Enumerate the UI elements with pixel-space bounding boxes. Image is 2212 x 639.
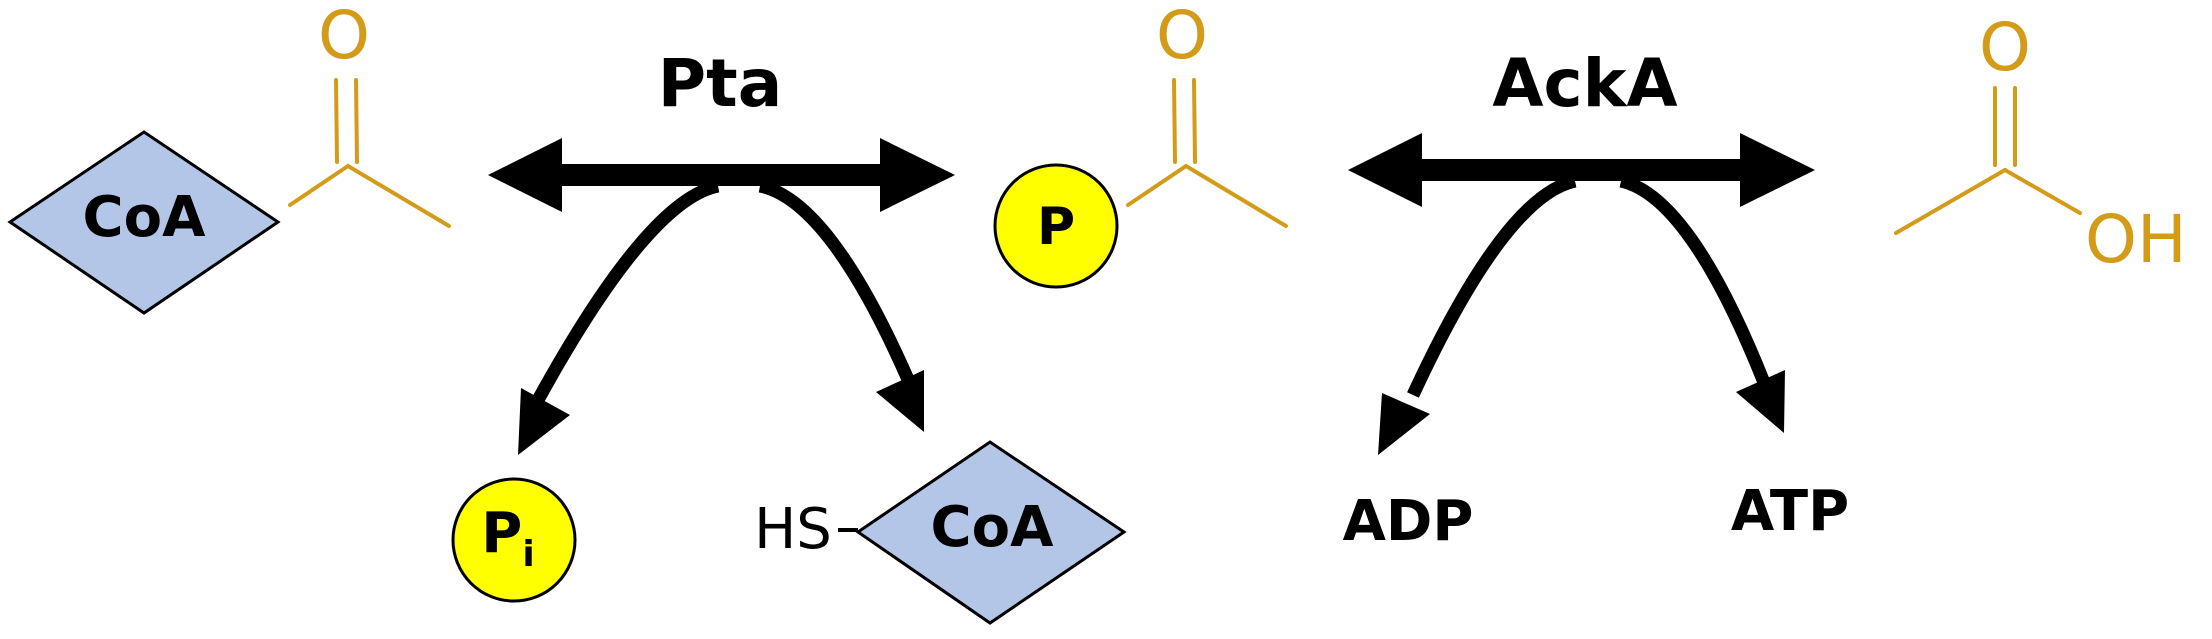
- pta-curve-left: [532, 179, 720, 404]
- coa-diamond: [7, 130, 281, 315]
- acetate-hydroxyl: OH: [2085, 201, 2187, 278]
- acetyl-phosphate-group: [1126, 78, 1288, 228]
- acetate-skeleton: [1894, 86, 2082, 235]
- pi-circle: [451, 477, 577, 603]
- inorganic-phosphate: Pi: [451, 477, 577, 603]
- acka-curve-left-head: [1378, 393, 1430, 455]
- acetyl-coa-oxygen: O: [318, 0, 370, 74]
- pi-label: Pi: [481, 501, 534, 575]
- adp-label: ADP: [1343, 489, 1474, 554]
- acetyl-coa: CoA O: [7, 0, 451, 315]
- acka-curve-left: [1407, 174, 1577, 398]
- pta-curve-right: [758, 179, 916, 387]
- coa-diamond-product: [855, 440, 1127, 625]
- phosphate-circle: [993, 163, 1119, 289]
- acka-reaction-arrow: [1348, 133, 1815, 455]
- pta-reaction-arrow: [488, 138, 955, 455]
- pi-subscript: i: [522, 534, 534, 575]
- coa-label-product: CoA: [931, 495, 1055, 560]
- acetyl-group: [288, 78, 451, 228]
- acetyl-phosphate: P O: [993, 0, 1288, 289]
- pta-arrowhead-right: [880, 138, 955, 212]
- coa-label: CoA: [83, 185, 207, 250]
- acka-curve-right: [1619, 174, 1772, 388]
- hs-label: HS: [754, 497, 832, 562]
- phosphate-label: P: [1037, 197, 1075, 257]
- pta-curve-left-head: [518, 388, 570, 455]
- acka-arrow-shaft: [1420, 159, 1742, 181]
- pta-curve-right-head: [876, 370, 924, 432]
- acetyl-phosphate-oxygen: O: [1156, 0, 1208, 74]
- pta-enzyme-label: Pta: [658, 45, 782, 122]
- coenzyme-a: HS CoA: [754, 440, 1127, 625]
- acka-enzyme-label: AckA: [1492, 45, 1677, 122]
- atp-label: ATP: [1731, 479, 1849, 544]
- pta-arrowhead-left: [488, 138, 562, 212]
- acka-arrowhead-left: [1348, 133, 1422, 207]
- acetate-oxygen: O: [1979, 9, 2031, 86]
- acetate: O OH: [1894, 9, 2187, 278]
- pta-arrow-shaft: [560, 164, 882, 186]
- acka-arrowhead-right: [1740, 133, 1815, 207]
- acka-curve-right-head: [1736, 370, 1785, 433]
